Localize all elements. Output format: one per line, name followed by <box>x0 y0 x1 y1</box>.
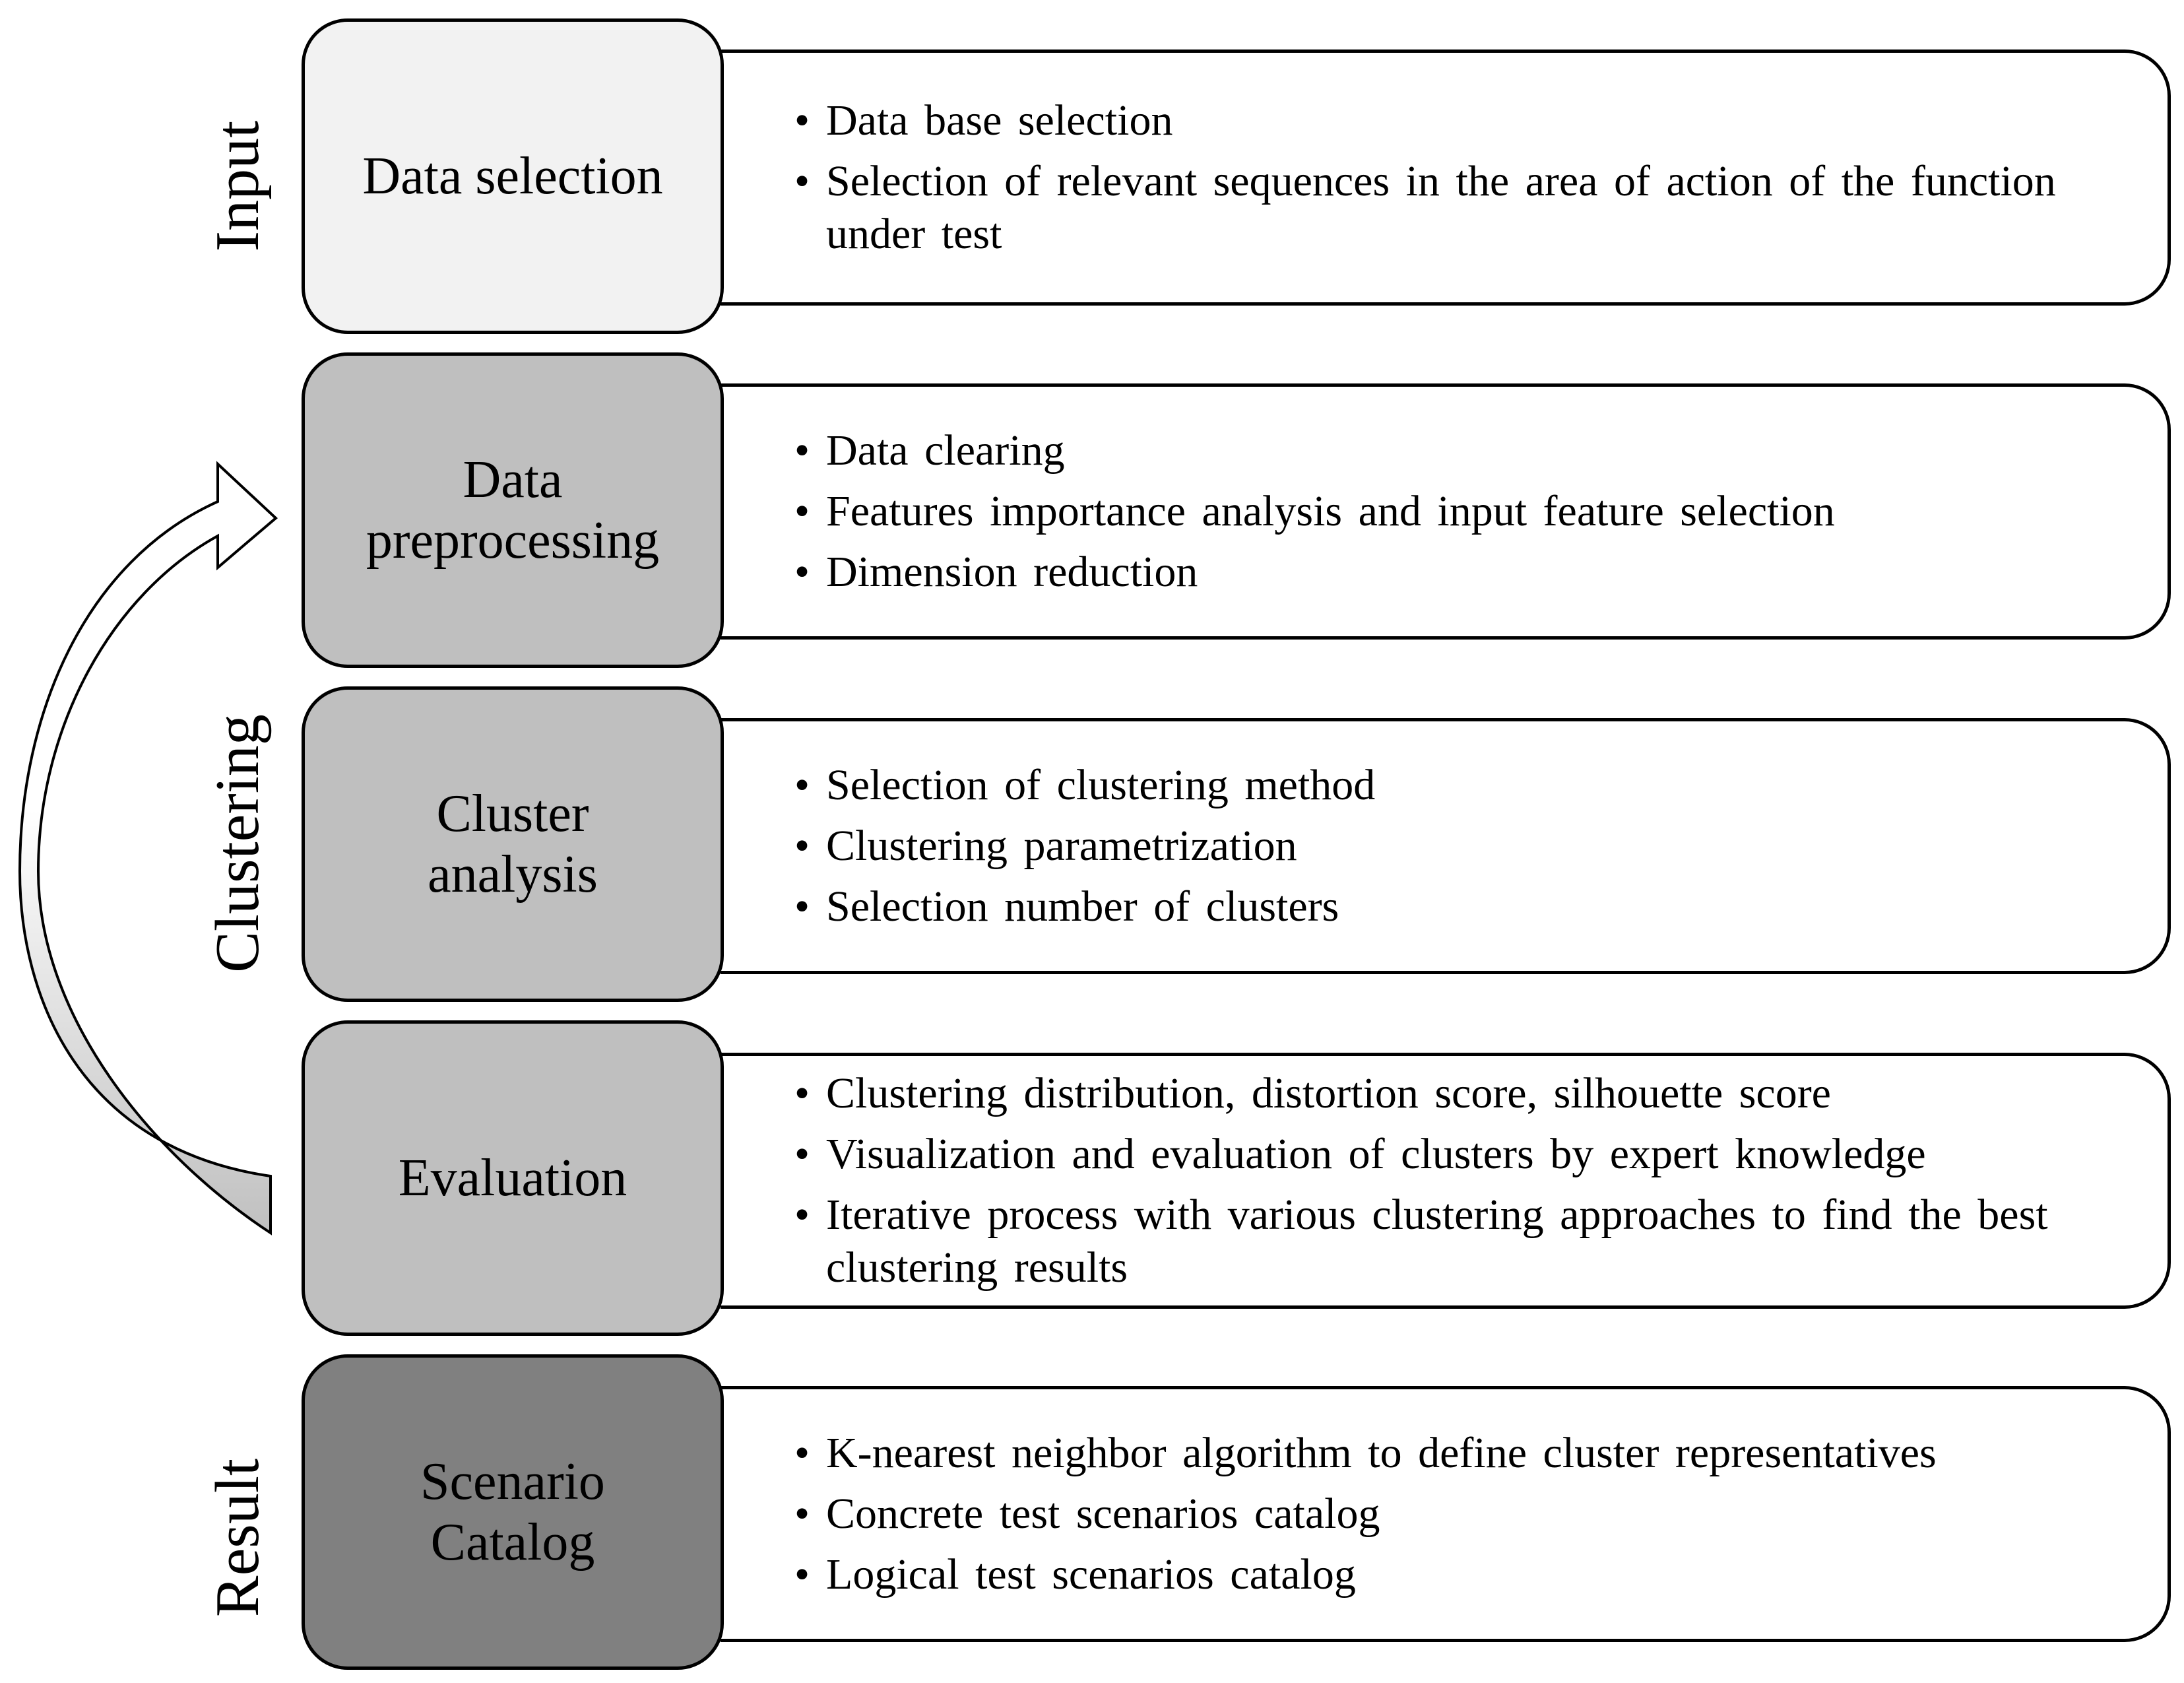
step-title-scenario-catalog: Scenario Catalog <box>420 1453 605 1571</box>
step-box-evaluation: Evaluation <box>302 1020 724 1336</box>
detail-item: Concrete test scenarios catalog <box>794 1488 2108 1540</box>
detail-item: Data base selection <box>794 94 2108 147</box>
step-title-data-selection: Data selection <box>362 147 663 205</box>
detail-item: Data clearing <box>794 424 2108 477</box>
detail-item: Iterative process with various clusterin… <box>794 1189 2108 1294</box>
detail-box-data-selection: Data base selection Selection of relevan… <box>721 50 2171 306</box>
detail-item: K-nearest neighbor algorithm to define c… <box>794 1427 2108 1480</box>
detail-item: Selection of relevant sequences in the a… <box>794 155 2108 261</box>
detail-box-scenario-catalog: K-nearest neighbor algorithm to define c… <box>721 1386 2171 1642</box>
detail-list-data-preprocessing: Data clearing Features importance analys… <box>794 387 2108 636</box>
detail-box-data-preprocessing: Data clearing Features importance analys… <box>721 383 2171 640</box>
detail-item: Features importance analysis and input f… <box>794 485 2108 538</box>
step-box-scenario-catalog: Scenario Catalog <box>302 1354 724 1670</box>
detail-box-cluster-analysis: Selection of clustering method Clusterin… <box>721 718 2171 974</box>
detail-item: Logical test scenarios catalog <box>794 1548 2108 1601</box>
detail-list-cluster-analysis: Selection of clustering method Clusterin… <box>794 721 2108 971</box>
detail-list-data-selection: Data base selection Selection of relevan… <box>794 53 2108 302</box>
detail-item: Clustering distribution, distortion scor… <box>794 1067 2108 1120</box>
step-box-cluster-analysis: Cluster analysis <box>302 686 724 1002</box>
detail-box-evaluation: Clustering distribution, distortion scor… <box>721 1053 2171 1309</box>
step-title-evaluation: Evaluation <box>398 1149 627 1207</box>
detail-list-scenario-catalog: K-nearest neighbor algorithm to define c… <box>794 1389 2108 1639</box>
step-box-data-selection: Data selection <box>302 18 724 334</box>
step-box-data-preprocessing: Data preprocessing <box>302 352 724 668</box>
detail-list-evaluation: Clustering distribution, distortion scor… <box>794 1056 2108 1305</box>
detail-item: Clustering parametrization <box>794 820 2108 873</box>
detail-item: Visualization and evaluation of clusters… <box>794 1128 2108 1181</box>
detail-item: Selection of clustering method <box>794 759 2108 812</box>
step-title-data-preprocessing: Data preprocessing <box>366 451 660 570</box>
iteration-arrow <box>18 461 278 1236</box>
detail-item: Dimension reduction <box>794 546 2108 599</box>
step-title-cluster-analysis: Cluster analysis <box>428 785 598 904</box>
detail-item: Selection number of clusters <box>794 880 2108 933</box>
